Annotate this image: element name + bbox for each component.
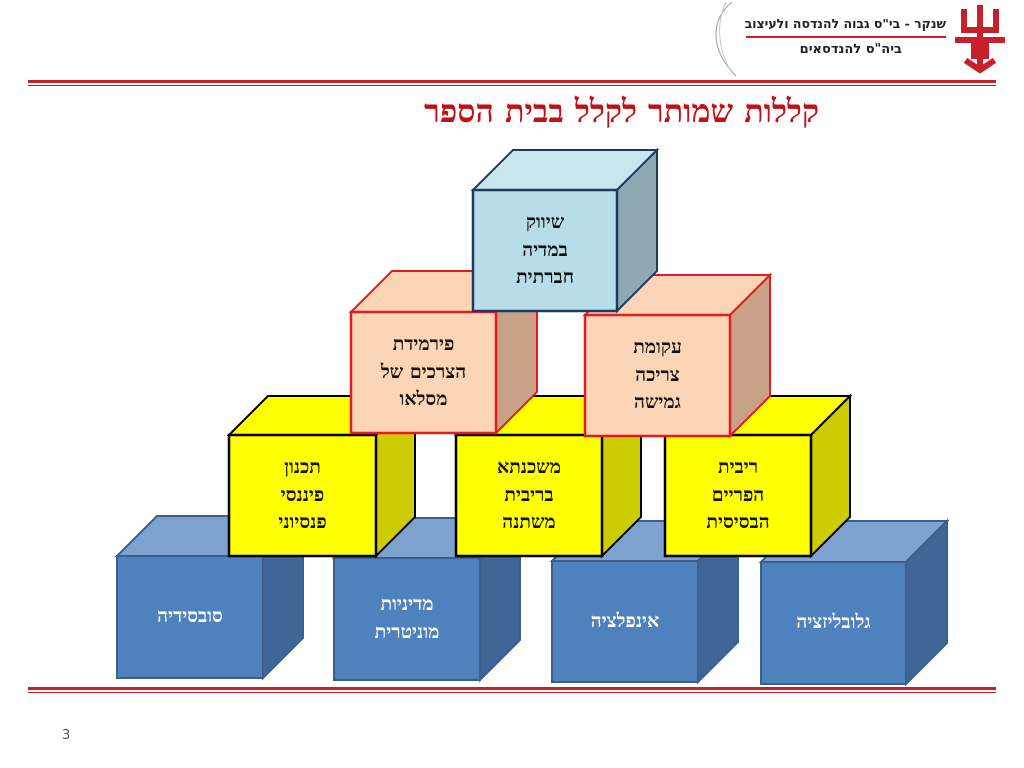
- block-label: פירמידת הצרכים של מסלאו: [380, 333, 467, 411]
- block-label: תכנון פיננסי פנסיוני: [278, 456, 327, 534]
- block-top-social-media-marketing: שיווק במדיה חברתית: [470, 147, 660, 314]
- decorative-curve: [715, 1, 737, 77]
- footer-rule: [28, 687, 996, 693]
- block-yellow-pension-planning: תכנון פיננסי פנסיוני: [226, 393, 418, 559]
- block-label: סובסידיה: [157, 605, 223, 628]
- shenkar-logo-icon: [955, 5, 1005, 74]
- block-label: ריבית הפריים הבסיסית: [706, 456, 770, 534]
- block-label: עקומת צריכה גמישה: [633, 336, 682, 414]
- institution-header: שנקר - בי"ס גבוה להנדסה ולעיצוב ביה"ס לה…: [684, 0, 1024, 80]
- institution-school: ביה"ס להנדסאים: [799, 42, 902, 57]
- block-label: שיווק במדיה חברתית: [516, 211, 574, 289]
- cube-shape: [470, 147, 660, 314]
- block-label: משכנתא בריבית משתנה: [497, 456, 561, 534]
- page-number: 3: [62, 728, 71, 743]
- block-label: אינפלציה: [590, 609, 660, 632]
- cube-shape: [226, 393, 418, 559]
- institution-underline: [746, 36, 946, 38]
- institution-name: שנקר - בי"ס גבוה להנדסה ולעיצוב: [744, 16, 946, 31]
- cube-shape: [582, 272, 773, 439]
- block-label: גלובליזציה: [796, 611, 871, 634]
- block-peach-elastic-demand: עקומת צריכה גמישה: [582, 272, 773, 439]
- header-rule: [28, 80, 996, 86]
- block-label: מדיניות מוניטרית: [374, 593, 440, 643]
- slide-title: קללות שמותר לקלל בבית הספר: [424, 92, 819, 130]
